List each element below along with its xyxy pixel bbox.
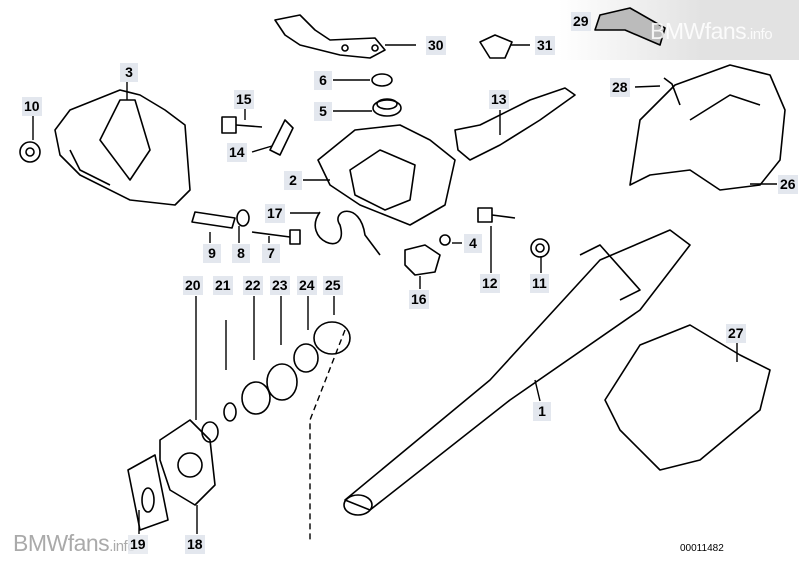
- part-12-bolt: [477, 207, 516, 223]
- part-8-washer: [236, 209, 250, 227]
- part-30-bracket: [274, 14, 386, 59]
- label-1[interactable]: 1: [533, 402, 551, 421]
- part-5-grommet: [372, 98, 402, 117]
- label-31[interactable]: 31: [535, 36, 555, 55]
- part-18-ignition: [159, 419, 216, 506]
- drawing-number: 00011482: [680, 543, 724, 554]
- label-16[interactable]: 16: [409, 290, 429, 309]
- part-4-screw: [439, 234, 451, 246]
- label-7[interactable]: 7: [262, 244, 280, 263]
- part-3-bracket: [54, 89, 191, 206]
- label-29[interactable]: 29: [571, 12, 591, 31]
- label-5[interactable]: 5: [314, 102, 332, 121]
- label-3[interactable]: 3: [120, 63, 138, 82]
- part-10-nut: [19, 141, 41, 163]
- label-8[interactable]: 8: [232, 244, 250, 263]
- label-28[interactable]: 28: [610, 78, 630, 97]
- part-7-bolt: [251, 229, 301, 245]
- part-1-steering-column: [343, 229, 691, 516]
- part-31-clip: [479, 34, 513, 59]
- label-24[interactable]: 24: [297, 276, 317, 295]
- part-15-bolt: [221, 116, 263, 134]
- label-4[interactable]: 4: [464, 234, 482, 253]
- part-6-washer: [371, 73, 393, 87]
- label-23[interactable]: 23: [270, 276, 290, 295]
- label-13[interactable]: 13: [489, 90, 509, 109]
- label-25[interactable]: 25: [323, 276, 343, 295]
- label-14[interactable]: 14: [227, 143, 247, 162]
- leader-lines: [32, 20, 777, 540]
- label-11[interactable]: 11: [530, 274, 549, 293]
- label-6[interactable]: 6: [314, 71, 332, 90]
- part-2-housing: [317, 124, 456, 226]
- part-9-sleeve: [191, 211, 236, 229]
- part-11-nut: [530, 238, 550, 258]
- label-9[interactable]: 9: [203, 244, 221, 263]
- label-27[interactable]: 27: [726, 324, 746, 343]
- label-17[interactable]: 17: [265, 204, 285, 223]
- label-2[interactable]: 2: [284, 171, 302, 190]
- label-26[interactable]: 26: [778, 175, 798, 194]
- part-14-clip: [269, 119, 294, 156]
- part-28-screw: [663, 77, 681, 106]
- watermark-top: BMWfans.info: [650, 18, 773, 44]
- label-21[interactable]: 21: [213, 276, 233, 295]
- part-13-lever: [454, 87, 576, 161]
- label-18[interactable]: 18: [185, 535, 205, 554]
- bearing-parts-20-25: [201, 321, 351, 443]
- part-26-cover-upper: [629, 64, 786, 191]
- label-30[interactable]: 30: [426, 36, 446, 55]
- label-10[interactable]: 10: [22, 97, 42, 116]
- label-19[interactable]: 19: [128, 535, 148, 554]
- watermark-bottom: BMWfans.info: [13, 530, 136, 556]
- part-19-plate: [127, 454, 169, 531]
- label-22[interactable]: 22: [243, 276, 263, 295]
- label-15[interactable]: 15: [234, 90, 254, 109]
- label-12[interactable]: 12: [480, 274, 500, 293]
- part-16-clip: [404, 244, 441, 276]
- part-17-spring: [314, 210, 381, 256]
- part-27-cover-lower: [604, 324, 771, 471]
- label-20[interactable]: 20: [183, 276, 203, 295]
- part-29-pad: [594, 7, 666, 46]
